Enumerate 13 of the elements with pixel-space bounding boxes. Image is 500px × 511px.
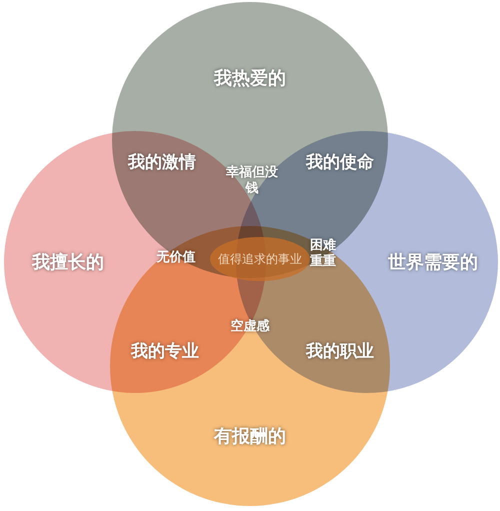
region-label: 困难重重 xyxy=(309,238,337,270)
circle-title: 有报酬的 xyxy=(214,425,286,448)
region-label: 我的使命 xyxy=(306,152,374,174)
region-label: 幸福但没钱 xyxy=(226,164,278,198)
region-label: 我的激情 xyxy=(128,152,196,174)
circle-title: 世界需要的 xyxy=(388,251,478,274)
circle-title: 我热爱的 xyxy=(214,67,286,90)
region-label: 我的职业 xyxy=(306,341,374,363)
circle-title: 我擅长的 xyxy=(32,251,104,274)
region-label: 无价值 xyxy=(156,250,196,266)
region-label: 空虚感 xyxy=(230,318,270,336)
center-label: 值得追求的事业 xyxy=(218,250,302,268)
region-label: 我的专业 xyxy=(131,341,199,363)
